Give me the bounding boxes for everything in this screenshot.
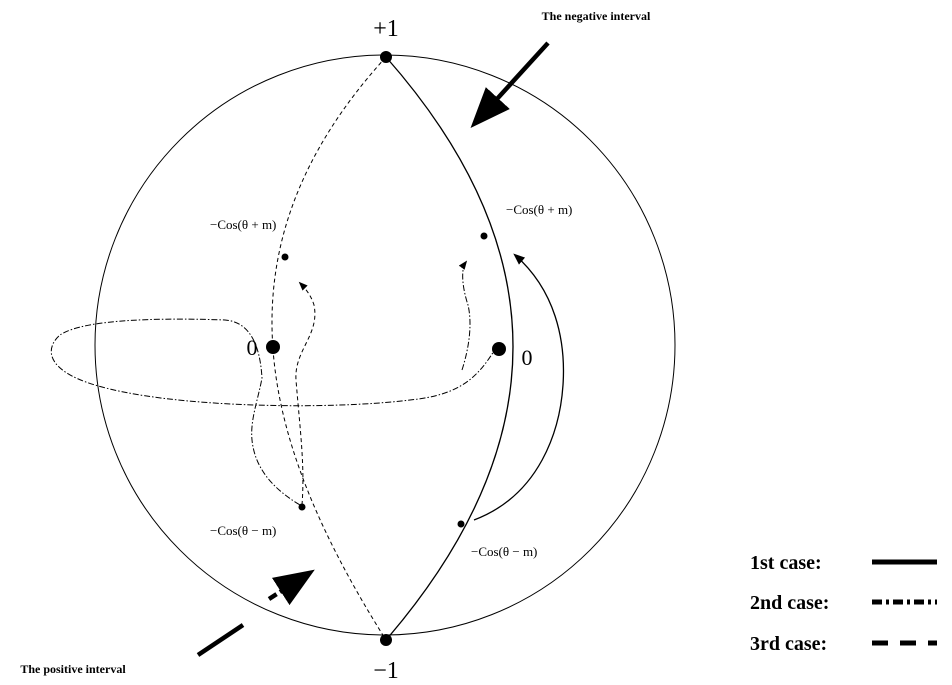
bottom-pole-dot [380,634,392,646]
legend-label-1st: 1st case: [750,552,822,574]
legend-label-2nd: 2nd case: [750,592,829,614]
legend: 1st case: 2nd case: 3rd case: [750,552,937,655]
zero-left-label: 0 [247,335,258,360]
negative-interval-arrow [470,41,550,128]
dash-dot-right-path [458,260,471,371]
solid-case-arrow [473,253,565,521]
positive-interval-bar [196,623,245,657]
dashed-meridian [271,56,387,641]
bottom-pole-label: −1 [373,658,399,684]
cos-plus-left-label: −Cos(θ + m) [210,217,276,232]
top-pole-dot [380,51,392,63]
positive-interval-arrow [267,569,315,606]
cos-plus-right-dot [480,232,488,240]
top-pole-label: +1 [373,16,399,42]
cos-minus-right-label: −Cos(θ − m) [471,544,537,559]
dash-dot-loop [50,318,498,506]
dashed-left-path [295,281,316,506]
positive-interval-label: The positive interval [20,662,126,676]
cos-plus-left-dot [281,253,289,261]
sphere-outline [94,54,676,636]
legend-label-3rd: 3rd case: [750,633,827,655]
zero-right-label: 0 [522,345,533,370]
cos-minus-right-dot [457,520,465,528]
zero-left-dot [266,340,280,354]
cos-minus-left-dot [298,503,306,511]
zero-right-dot [492,342,506,356]
cos-minus-left-label: −Cos(θ − m) [210,523,276,538]
solid-meridian [385,56,514,641]
negative-interval-label: The negative interval [542,9,651,23]
cos-plus-right-label: −Cos(θ + m) [506,202,572,217]
